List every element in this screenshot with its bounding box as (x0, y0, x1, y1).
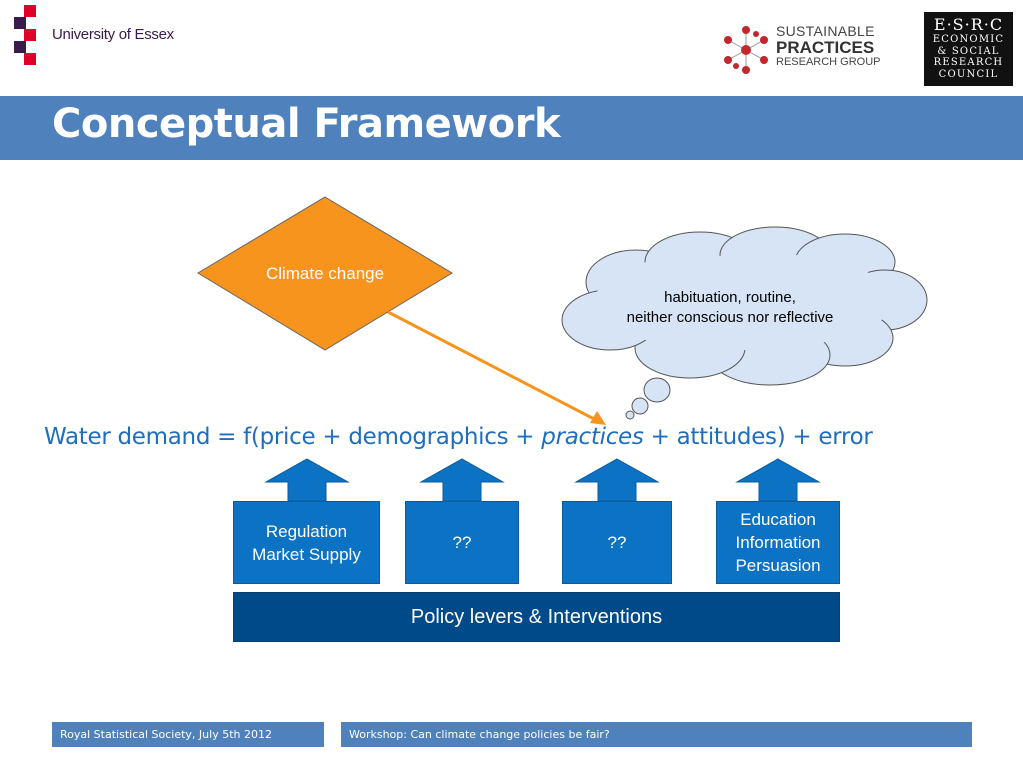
sprg-logo-line3: RESEARCH GROUP (776, 55, 881, 68)
policy-levers-bar: Policy levers & Interventions (233, 592, 840, 642)
esrc-logo-acronym: E·S·R·C (933, 15, 1004, 34)
esrc-logo: E·S·R·C ECONOMIC & SOCIAL RESEARCH COUNC… (924, 12, 1013, 86)
climate-change-label: Climate change (265, 264, 385, 283)
lever-box-regulation: Regulation Market Supply (233, 501, 380, 584)
footer-right: Workshop: Can climate change policies be… (341, 722, 972, 747)
sprg-logo-text: SUSTAINABLE PRACTICES RESEARCH GROUP (776, 24, 881, 68)
climate-change-diamond (197, 196, 453, 351)
lever-box-line: Information (735, 533, 821, 552)
equation-practices: practices (541, 424, 644, 450)
footer-left: Royal Statistical Society, July 5th 2012 (52, 722, 324, 747)
lever-box-education: Education Information Persuasion (716, 501, 840, 584)
lever-box-line: Regulation (265, 521, 348, 541)
university-of-essex-logo-mark (14, 5, 46, 67)
equation-before: Water demand = f(price + demographics + (44, 424, 542, 450)
lever-box-unknown-1: ?? (405, 501, 519, 584)
water-demand-equation: Water demand = f(price + demographics + … (44, 424, 873, 450)
thought-cloud-text: habituation, routine, neither conscious … (590, 288, 870, 328)
title-bar (0, 96, 1023, 160)
up-arrows (264, 458, 821, 502)
esrc-logo-line: ECONOMIC (932, 34, 1005, 45)
sprg-logo-icon (724, 26, 768, 74)
climate-to-practices-arrow (387, 310, 597, 422)
arrowhead (590, 411, 606, 425)
university-of-essex-logo-text: University of Essex (52, 26, 174, 43)
lever-box-line: ?? (452, 533, 472, 552)
lever-box-line: ?? (607, 533, 627, 552)
up-arrow-2 (419, 458, 505, 502)
up-arrow-4 (735, 458, 821, 502)
esrc-logo-line: COUNCIL (938, 68, 999, 80)
lever-box-line: Persuasion (735, 556, 821, 575)
lever-box-line: Education (740, 510, 816, 529)
lever-box-unknown-2: ?? (562, 501, 672, 584)
diagram-canvas (197, 196, 928, 502)
up-arrow-3 (574, 458, 660, 502)
lever-box-line: Market Supply (252, 544, 361, 564)
esrc-logo-line: & SOCIAL (937, 45, 1000, 57)
sprg-logo-line1: SUSTAINABLE (776, 23, 875, 39)
thought-cloud-line1: habituation, routine, (664, 289, 796, 306)
sprg-logo-line2: PRACTICES (776, 37, 875, 57)
thought-bubbles (625, 377, 671, 420)
thought-cloud-line2: neither conscious nor reflective (626, 309, 834, 326)
slide-title: Conceptual Framework (52, 101, 561, 147)
up-arrow-1 (264, 458, 350, 502)
equation-after: + attitudes) + error (643, 424, 873, 450)
esrc-logo-line: RESEARCH (933, 57, 1004, 68)
